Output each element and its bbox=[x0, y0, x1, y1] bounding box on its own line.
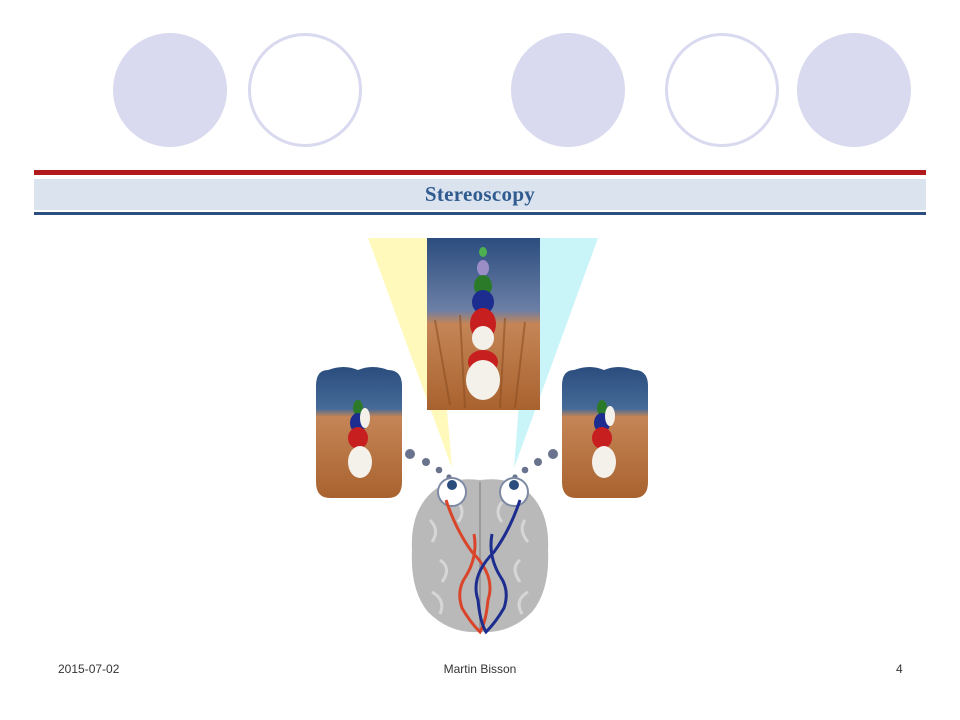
title-bottom-rule bbox=[34, 212, 926, 215]
left-optic-path bbox=[444, 499, 492, 635]
title-band: Stereoscopy bbox=[34, 179, 926, 210]
dotted-connectors bbox=[405, 449, 558, 480]
decorative-circle-3 bbox=[511, 33, 625, 147]
footer-date: 2015-07-02 bbox=[58, 662, 120, 676]
stereoscopy-illustration bbox=[316, 238, 648, 635]
right-optic-path bbox=[474, 499, 522, 635]
title-top-rule bbox=[34, 170, 926, 175]
right-eye-view-image bbox=[562, 367, 648, 498]
slide-title: Stereoscopy bbox=[424, 182, 536, 206]
decorative-circle-1 bbox=[113, 33, 227, 147]
left-eye-view-image bbox=[316, 367, 402, 498]
footer-author: Martin Bisson bbox=[443, 662, 517, 676]
decorative-circle-4 bbox=[665, 33, 779, 147]
decorative-circle-5 bbox=[797, 33, 911, 147]
bowling-pins-icon bbox=[466, 247, 500, 400]
right-eye-icon bbox=[499, 477, 529, 507]
combined-view-image bbox=[427, 238, 540, 410]
left-eye-icon bbox=[437, 477, 467, 507]
footer-page-number: 4 bbox=[896, 662, 903, 676]
decorative-circle-2 bbox=[248, 33, 362, 147]
